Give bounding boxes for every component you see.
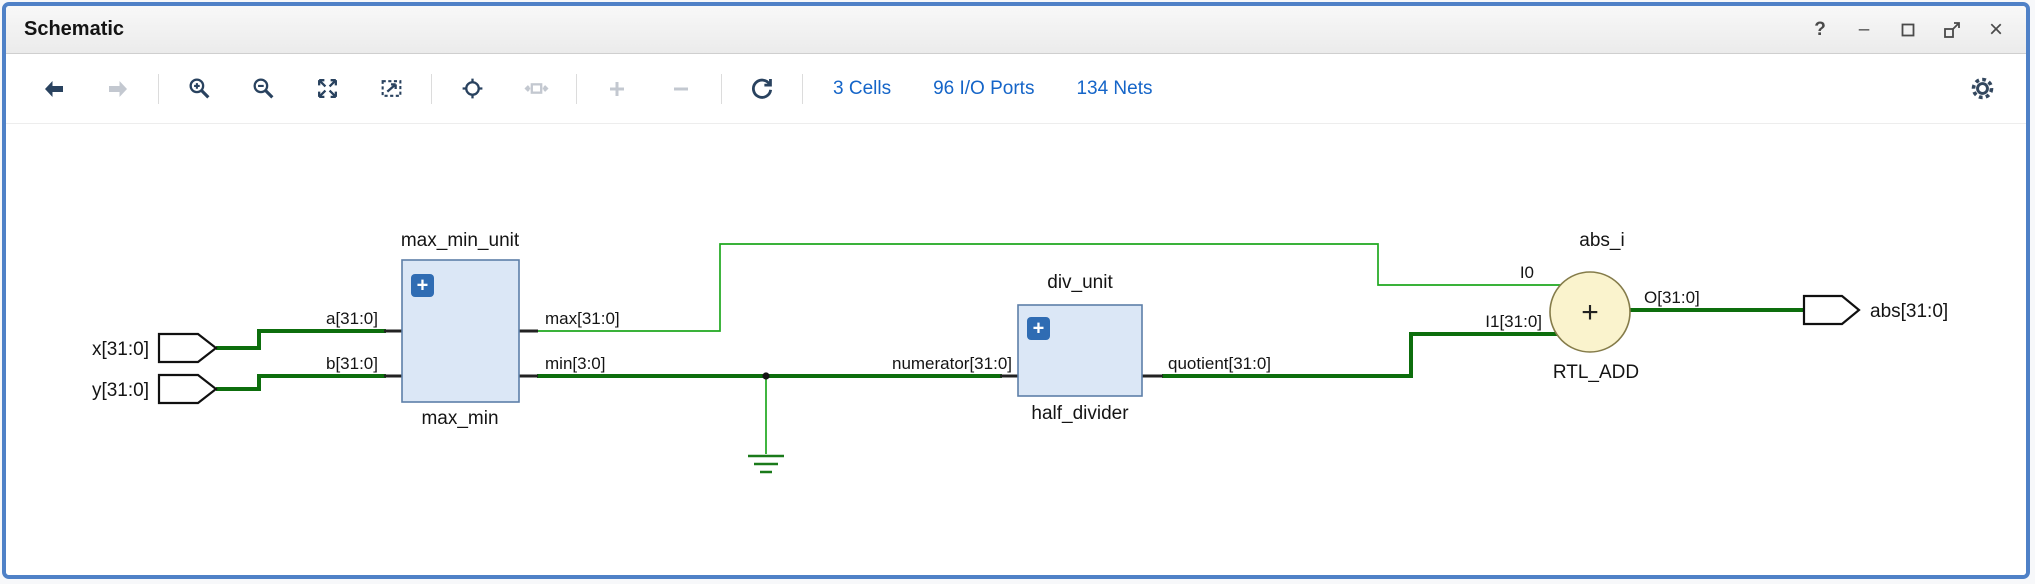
ground-symbol [748, 454, 784, 474]
add-operator-symbol: + [1581, 296, 1599, 329]
max-min-pin-stubs [384, 329, 538, 378]
net-max-to-i0[interactable] [537, 243, 1562, 332]
net-ground-branch[interactable] [748, 372, 784, 474]
module-label: max_min [421, 408, 498, 429]
module-label: half_divider [1031, 403, 1129, 424]
instance-label: max_min_unit [401, 230, 520, 251]
zoom-selection-icon[interactable] [369, 67, 413, 111]
net-y-to-b[interactable] [216, 374, 386, 391]
expand-cell-button[interactable]: + [411, 274, 434, 297]
pin-label-numerator: numerator[31:0] [892, 354, 1012, 373]
instance-label: abs_i [1579, 230, 1624, 251]
help-icon[interactable]: ? [1814, 18, 1826, 40]
toolbar-separator [158, 73, 159, 104]
pin-label-i0: I0 [1520, 263, 1534, 282]
net-quotient-to-i1[interactable] [1162, 332, 1558, 378]
io-ports-count-link[interactable]: 96 I/O Ports [933, 77, 1035, 99]
port-label-y: y[31:0] [92, 380, 149, 401]
module-label: RTL_ADD [1553, 362, 1639, 383]
window-controls: ? – × [1808, 15, 2008, 43]
zoom-in-icon[interactable] [177, 67, 221, 111]
toolbar-separator [721, 73, 722, 104]
schematic-svg: x[31:0] y[31:0] abs[31:0] max_min_unit + [92, 230, 1948, 474]
cells-count-link[interactable]: 3 Cells [833, 77, 892, 99]
port-label-abs: abs[31:0] [1870, 301, 1948, 322]
float-window-icon[interactable] [1940, 18, 1964, 42]
output-port-abs[interactable]: abs[31:0] [1802, 294, 1948, 326]
schematic-canvas[interactable]: x[31:0] y[31:0] abs[31:0] max_min_unit + [6, 124, 2026, 575]
schematic-toolbar: 3 Cells 96 I/O Ports 134 Nets [6, 54, 2026, 124]
refresh-icon[interactable] [740, 67, 784, 111]
zoom-out-icon[interactable] [241, 67, 285, 111]
back-icon[interactable] [32, 67, 76, 111]
pin-label-max: max[31:0] [545, 309, 620, 328]
forward-icon[interactable] [96, 67, 140, 111]
port-label-x: x[31:0] [92, 339, 149, 360]
toolbar-separator [802, 73, 803, 104]
pin-label-b: b[31:0] [326, 354, 378, 373]
pin-label-quotient: quotient[31:0] [1168, 354, 1271, 373]
schematic-stats: 3 Cells 96 I/O Ports 134 Nets [833, 78, 1153, 100]
pin-label-o: O[31:0] [1644, 288, 1700, 307]
zoom-fit-icon[interactable] [305, 67, 349, 111]
autofit-selection-icon[interactable] [514, 67, 558, 111]
add-icon[interactable] [595, 67, 639, 111]
cell-div-unit[interactable]: div_unit + numerator[31:0] quotient[31:0… [892, 272, 1271, 424]
minimize-icon[interactable]: – [1858, 18, 1870, 40]
pin-label-i1: I1[31:0] [1485, 312, 1542, 331]
pin-label-min: min[3:0] [545, 354, 605, 373]
pin-label-a: a[31:0] [326, 309, 378, 328]
expand-cell-button[interactable]: + [1027, 317, 1050, 340]
input-port-x[interactable]: x[31:0] [92, 332, 218, 364]
net-x-to-a[interactable] [216, 329, 386, 350]
nets-count-link[interactable]: 134 Nets [1076, 77, 1153, 99]
cell-max-min-unit[interactable]: max_min_unit + a[31:0] b[31:0] max[31:0]… [326, 230, 620, 429]
title-bar: Schematic ? – × [6, 6, 2026, 54]
window-title: Schematic [24, 18, 125, 40]
toolbar-separator [431, 73, 432, 104]
maximize-icon[interactable] [1896, 18, 1920, 42]
settings-gear-icon[interactable] [1960, 67, 2004, 111]
plus-icon: + [1033, 318, 1045, 340]
input-port-y[interactable]: y[31:0] [92, 373, 218, 405]
close-icon[interactable]: × [1988, 15, 2003, 43]
locate-crosshair-icon[interactable] [450, 67, 494, 111]
instance-label: div_unit [1047, 272, 1113, 293]
cell-abs-i[interactable]: abs_i + I0 I1[31:0] O[31:0] RTL_ADD [1485, 230, 1699, 383]
plus-icon: + [417, 275, 429, 297]
remove-icon[interactable] [659, 67, 703, 111]
toolbar-separator [576, 73, 577, 104]
